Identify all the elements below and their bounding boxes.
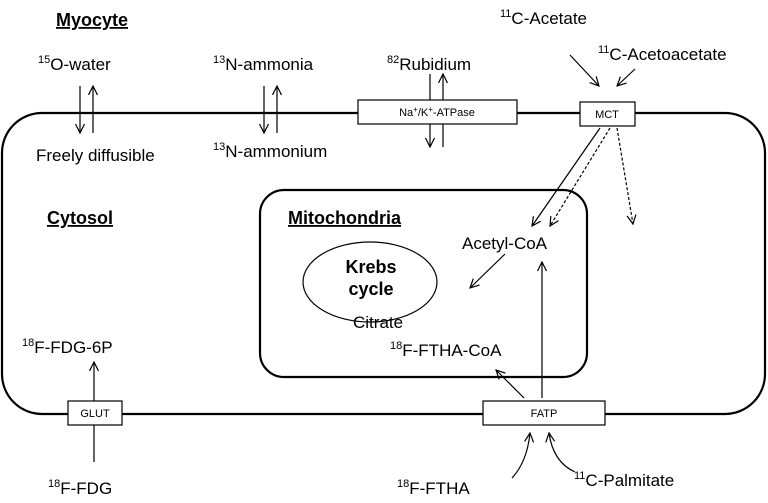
acetyl-coa-label: Acetyl-CoA <box>462 234 548 253</box>
f18-ftha-arrow <box>511 433 530 479</box>
c11-acetoacetate-arrow <box>617 68 636 86</box>
krebs-cycle-ellipse <box>302 241 438 323</box>
glut-transporter: GLUT <box>67 400 123 426</box>
f18-ftha-coa-label: 18F-FTHA-CoA <box>390 340 502 360</box>
c11-acetate-label: 11C-Acetate <box>500 8 587 28</box>
n13-ammonia-label: 13N-ammonia <box>213 54 314 74</box>
citrate-label: Citrate <box>353 313 403 332</box>
c11-palmitate-label: 11C-Palmitate <box>574 470 674 490</box>
glut-label: GLUT <box>80 408 110 420</box>
mitochondria-compartment <box>258 188 589 379</box>
myocyte-heading: Myocyte <box>56 10 128 30</box>
na-k-atpase-label: Na+/K+-ATPase <box>399 105 475 119</box>
f18-ftha-label: 18F-FTHA <box>397 478 470 498</box>
c11-acetoacetate-label: 11C-Acetoacetate <box>598 44 727 64</box>
cytosol-heading: Cytosol <box>47 208 113 228</box>
freely-diffusible-label: Freely diffusible <box>36 146 155 165</box>
c11-palmitate-arrow <box>549 433 576 473</box>
n13-ammonium-label: 13N-ammonium <box>213 141 327 161</box>
f18-fdg6p-label: 18F-FDG-6P <box>22 337 113 357</box>
mct-to-acetyl-coa-arrow <box>532 127 601 226</box>
krebs-label-line1: Krebs <box>345 257 396 277</box>
fatp-to-ftha-coa-arrow <box>496 370 525 399</box>
rb82-label: 82Rubidium <box>387 54 471 74</box>
fatp-label: FATP <box>531 408 558 420</box>
mitochondria-heading: Mitochondria <box>288 208 402 228</box>
mct-to-cytosol-dashed-arrow <box>616 127 633 224</box>
f18-fdg-label: 18F-FDG <box>48 478 112 498</box>
c11-acetate-arrow <box>569 54 599 86</box>
krebs-label-line2: cycle <box>348 279 393 299</box>
mct-to-acetyl-coa-dashed-arrow <box>550 127 611 226</box>
na-k-atpase-transporter: Na+/K+-ATPase <box>357 99 518 125</box>
fatp-transporter: FATP <box>482 400 606 426</box>
acetyl-coa-to-krebs-arrow <box>470 253 506 288</box>
mct-label: MCT <box>595 109 619 121</box>
o15-water-label: 15O-water <box>38 54 111 74</box>
mct-transporter: MCT <box>579 101 636 127</box>
